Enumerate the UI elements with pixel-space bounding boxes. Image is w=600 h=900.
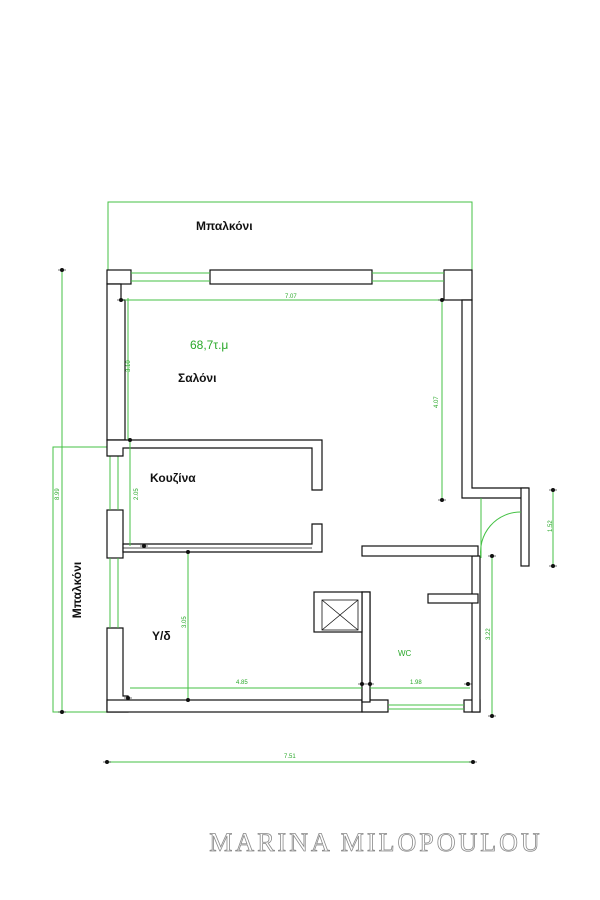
outer-walls [106, 269, 530, 713]
left-window [109, 448, 119, 628]
dim-wc-height: 3.22 [486, 628, 492, 640]
balcony-top-outline [107, 201, 473, 270]
dim-right-height: 4.07 [434, 396, 440, 408]
watermark: MARINA MILOPOULOU [209, 828, 542, 857]
area-label: 68,7τ.μ [190, 338, 228, 352]
dim-wc-width: 1.98 [410, 680, 422, 686]
dim-kitchen-height: 2.05 [134, 488, 140, 500]
room-label-kitchen: Κουζίνα [150, 471, 196, 485]
dim-total-width: 7.51 [284, 754, 296, 760]
dim-left-total: 8.99 [55, 488, 61, 500]
dim-bedroom-width: 4.85 [236, 680, 248, 686]
room-label-balcony-top: Μπαλκόνι [196, 219, 253, 233]
room-label-balcony-left: Μπαλκόνι [70, 562, 84, 619]
door-swing [480, 511, 522, 559]
room-label-living: Σαλόνι [178, 371, 216, 385]
dim-bedroom-height: 3.05 [182, 616, 188, 628]
dim-living-height: 3.10 [126, 360, 132, 372]
balcony-left-outline [52, 446, 108, 713]
dimension-lines [61, 272, 554, 763]
room-label-wc: WC [398, 649, 412, 658]
dimension-markers [58, 268, 557, 764]
dim-top-width: 7.07 [285, 294, 297, 300]
kitchen-walls [106, 439, 323, 553]
shaft [313, 591, 363, 633]
top-window [131, 272, 444, 282]
dim-door-right: 1.52 [548, 520, 554, 532]
room-label-bedroom: Υ/δ [152, 629, 171, 643]
wc-walls [361, 545, 479, 703]
